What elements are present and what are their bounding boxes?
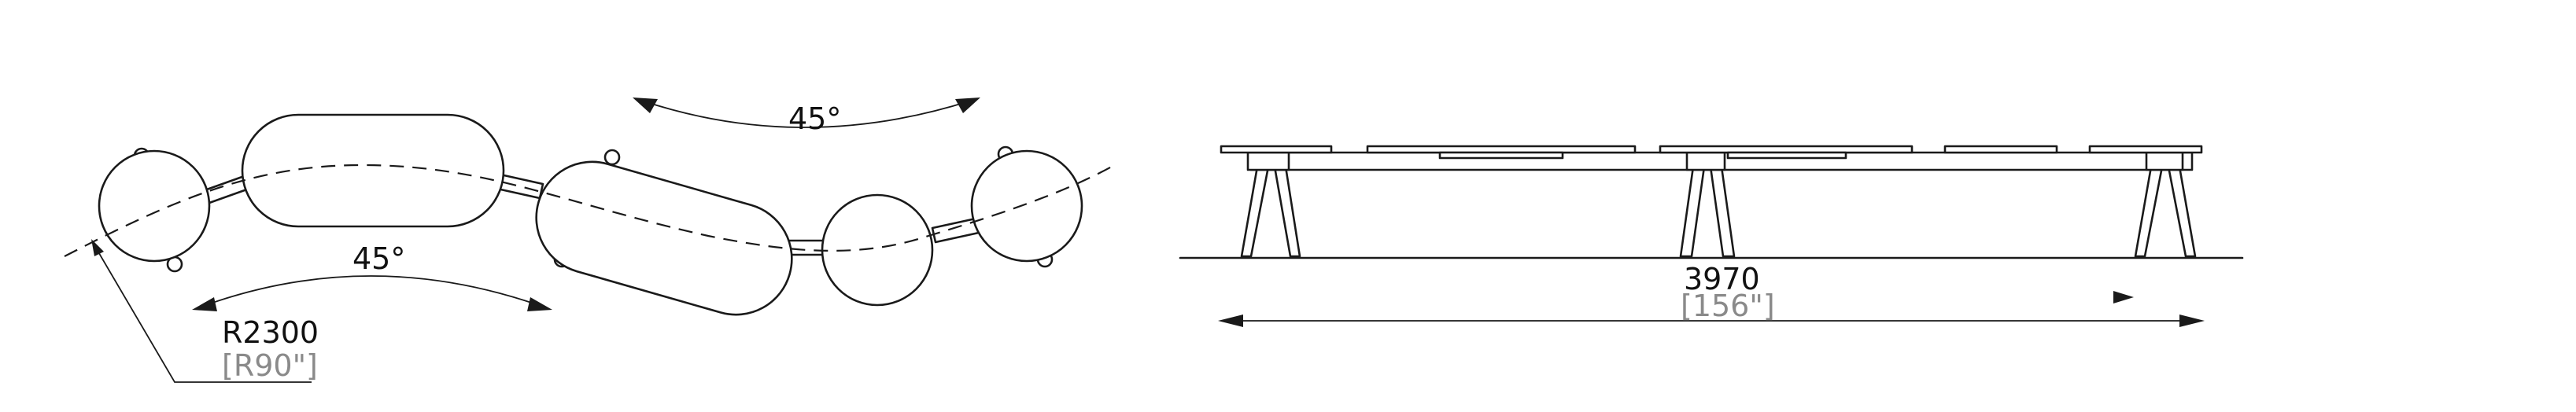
leg-block xyxy=(1246,151,1290,171)
leg xyxy=(1240,165,1270,258)
leg xyxy=(2167,165,2197,258)
leg xyxy=(1679,165,1706,258)
radius-leader: R2300 [R90"] xyxy=(91,239,319,383)
length-label: 3970 xyxy=(1684,262,1760,296)
round-seat-right xyxy=(970,149,1083,263)
bench-legs xyxy=(1240,165,2197,258)
elevation-view: 3970 [156"] xyxy=(1179,145,2244,327)
radius-label-imperial: [R90"] xyxy=(222,348,318,383)
arrowhead xyxy=(2113,291,2134,303)
arrowhead xyxy=(2179,315,2205,327)
length-dimension: 3970 [156"] xyxy=(1218,262,2205,327)
leg xyxy=(1273,165,1301,258)
arrowhead xyxy=(1218,315,1243,327)
leg-block xyxy=(1685,151,1726,171)
capsule-seat-angled xyxy=(535,160,793,316)
seat-plate xyxy=(1943,145,2058,154)
seat-plates xyxy=(1220,145,2203,160)
arrowhead xyxy=(955,97,980,113)
foot xyxy=(603,149,621,166)
seat-plate-underside xyxy=(1726,151,1847,160)
round-seat-left xyxy=(98,149,211,263)
radius-leader-line xyxy=(94,245,312,383)
angle-label-bottom: 45° xyxy=(352,241,405,276)
arrowhead xyxy=(91,239,104,256)
seat-plate-underside xyxy=(1438,151,1564,160)
centerline-arc xyxy=(64,163,1118,257)
capsule-seat-horizontal xyxy=(241,113,505,228)
angle-arc-top: 45° xyxy=(633,97,980,136)
arrowhead xyxy=(192,297,217,311)
arrowhead xyxy=(633,97,658,113)
angle-label-top: 45° xyxy=(788,101,841,136)
plan-view: 45° 45° R2300 [R90"] xyxy=(64,97,1118,383)
angle-arc-bottom: 45° xyxy=(192,241,552,311)
leg-block xyxy=(2145,151,2184,171)
leg xyxy=(2134,165,2164,258)
leg xyxy=(1709,165,1736,258)
angle-arc-top-line xyxy=(641,100,972,128)
radius-label: R2300 xyxy=(222,315,319,350)
seat-plate xyxy=(1220,145,1333,154)
length-label-imperial: [156"] xyxy=(1681,289,1775,323)
arrowhead xyxy=(527,297,552,311)
angle-arc-bottom-line xyxy=(201,275,544,307)
seat-plate xyxy=(2088,145,2203,154)
